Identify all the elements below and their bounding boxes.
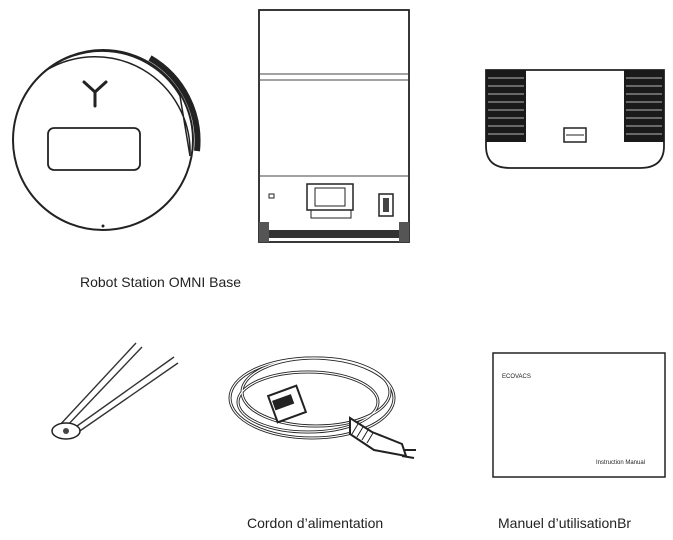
instruction-manual-illustration: ECOVACS Instruction Manual xyxy=(492,352,666,478)
caption-power-cord: Cordon d’alimentation xyxy=(247,515,384,531)
power-cord-illustration xyxy=(228,356,416,459)
station-omni-illustration xyxy=(258,9,410,243)
omni-base-illustration xyxy=(485,69,665,169)
caption-instruction-manual: Manuel d’utilisationBr xyxy=(498,515,632,531)
manual-title-text: Instruction Manual xyxy=(596,460,645,466)
manual-brand-text: ECOVACS xyxy=(502,374,531,380)
side-brush-illustration xyxy=(51,342,179,440)
robot-vacuum-illustration xyxy=(12,49,201,231)
caption-robot-station-base: Robot Station OMNI Base xyxy=(80,274,242,290)
